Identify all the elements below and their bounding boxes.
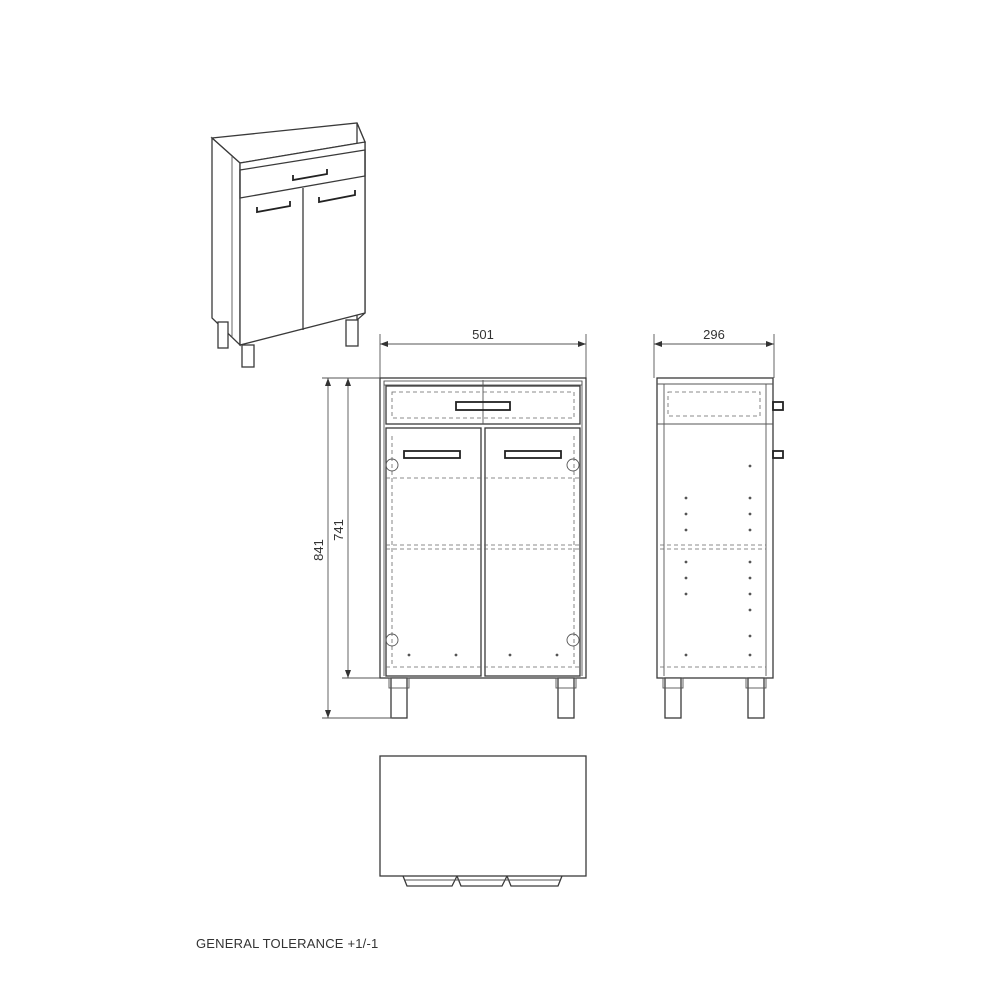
side-view: 296 [653,327,784,719]
total-height-label: 841 [311,539,326,561]
body-height-label: 741 [331,519,346,541]
tolerance-note: GENERAL TOLERANCE +1/-1 [196,936,378,951]
front-view: 501 [379,327,587,719]
width-dimension: 501 [379,327,587,378]
depth-dimension-label: 296 [703,327,725,342]
isometric-view [210,122,366,368]
height-dimensions: 841 741 [311,377,392,719]
depth-dimension: 296 [653,327,775,378]
width-dimension-label: 501 [472,327,494,342]
top-view [379,755,587,887]
